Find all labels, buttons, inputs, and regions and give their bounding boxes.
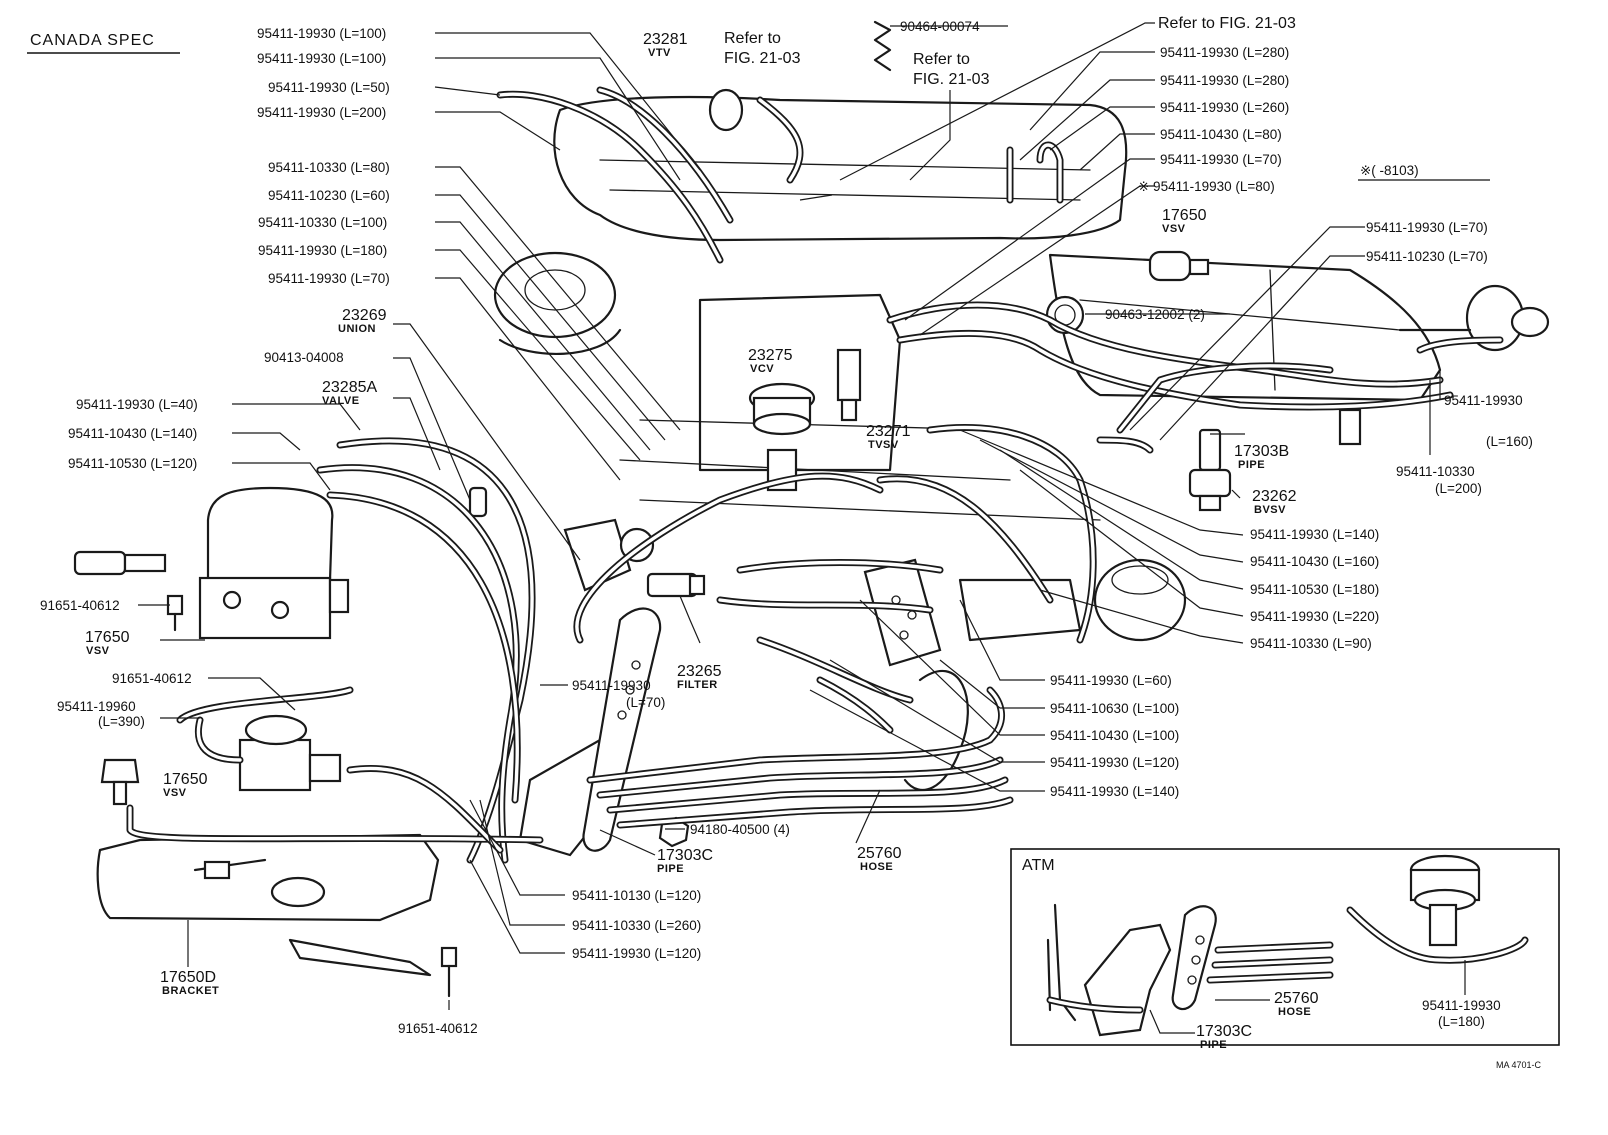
callout: 95411-10330 (L=80) [268,160,390,175]
callout: 95411-10530 (L=180) [1250,582,1379,597]
callout: (L=70) [626,695,665,710]
callout: 95411-19930 (L=40) [76,397,198,412]
callout: 91651-40612 [112,671,192,686]
callout: (L=390) [98,714,145,729]
callout: 95411-19930 [1444,393,1523,408]
callout: 91651-40612 [398,1021,478,1036]
inset-callout-line1: 95411-19930 [1422,998,1501,1013]
part-number-vtv: 23281 [643,31,688,48]
callout: 95411-19930 [572,678,651,693]
part-number-pipe-17303c: 17303C [657,847,713,864]
callout: 95411-10230 (L=60) [268,188,390,203]
part-name-vsv-lower: VSV [163,787,187,799]
figure-code: MA 4701-C [1496,1060,1542,1070]
refer-note-1-line1: Refer to [724,30,781,47]
callout: 95411-19930 (L=280) [1160,73,1289,88]
callout: 95411-10430 (L=100) [1050,728,1179,743]
callout: ※ 95411-19930 (L=80) [1138,179,1275,194]
callout: (L=200) [1435,481,1482,496]
part-number-valve: 23285A [322,379,377,396]
callout: 95411-10330 (L=260) [572,918,701,933]
inset-title: ATM [1022,857,1055,874]
callout: 90464-00074 [900,19,980,34]
part-name-filter: FILTER [677,679,718,691]
header: CANADA SPEC ※( -8103) [27,32,1490,181]
part-name-vcv: VCV [750,363,774,375]
part-number-vsv-upper: 17650 [1162,207,1207,224]
callout: 95411-10230 (L=70) [1366,249,1488,264]
part-number-bvsv: 23262 [1252,488,1297,505]
callout: 95411-19930 (L=260) [1160,100,1289,115]
refer-note-2-line2: FIG. 21-03 [913,71,990,88]
callout: 95411-19930 (L=140) [1050,784,1179,799]
part-name-valve: VALVE [322,395,360,407]
leader-lines [138,22,1441,1010]
part-name-vtv: VTV [648,47,671,59]
inset-pipe-name: PIPE [1200,1039,1227,1051]
part-name-bvsv: BVSV [1254,504,1286,516]
part-name-tvsv: TVSV [868,439,899,451]
callout: 95411-10630 (L=100) [1050,701,1179,716]
inset-hose-number: 25760 [1274,990,1319,1007]
callout: 94180-40500 (4) [690,822,790,837]
callout: 95411-19930 (L=70) [1160,152,1282,167]
vacuum-hoses [126,86,1504,864]
callout: 95411-19930 (L=50) [268,80,390,95]
callout: 95411-10330 [1396,464,1475,479]
callout: 95411-19930 (L=70) [268,271,390,286]
atm-inset: ATM 25760 HOSE 17303C PIPE 95411-19930 (… [1010,848,1560,1051]
part-number-vsv-left: 17650 [85,629,130,646]
callout: 95411-19930 (L=180) [258,243,387,258]
callout: 95411-19930 (L=200) [257,105,386,120]
serial-mark: ※( -8103) [1360,163,1419,178]
callout: (L=160) [1486,434,1533,449]
callout: 95411-19930 (L=220) [1250,609,1379,624]
callout: 95411-19930 (L=70) [1366,220,1488,235]
callout: 95411-19930 (L=120) [572,946,701,961]
part-name-bracket: BRACKET [162,985,219,997]
callout: 95411-19930 (L=60) [1050,673,1172,688]
callout: 95411-19930 (L=280) [1160,45,1289,60]
refer-note-2-line1: Refer to [913,51,970,68]
callout: 95411-19930 (L=140) [1250,527,1379,542]
part-name-hose: HOSE [860,861,893,873]
part-number-vcv: 23275 [748,347,793,364]
part-number-tvsv: 23271 [866,423,911,440]
callout: Refer to FIG. 21-03 [1158,15,1296,32]
inset-hose-name: HOSE [1278,1006,1311,1018]
diagram-title: CANADA SPEC [30,32,155,49]
part-name-union: UNION [338,323,376,335]
callout: 95411-10530 (L=120) [68,456,197,471]
callout: 95411-10430 (L=160) [1250,554,1379,569]
callout: 95411-10130 (L=120) [572,888,701,903]
callout: 95411-10330 (L=90) [1250,636,1372,651]
callout: 90463-12002 (2) [1105,307,1205,322]
callout: 95411-19960 [57,699,136,714]
callout-labels: 95411-19930 (L=100) 95411-19930 (L=100) … [40,15,1533,1036]
callout: 95411-10330 (L=100) [258,215,387,230]
callout: 95411-19930 (L=100) [257,26,386,41]
refer-note-1-line2: FIG. 21-03 [724,50,801,67]
part-number-filter: 23265 [677,663,722,680]
part-number-bracket: 17650D [160,969,216,986]
callout: 95411-19930 (L=100) [257,51,386,66]
callout: 90413-04008 [264,350,344,365]
inset-pipe-number: 17303C [1196,1023,1252,1040]
part-name-pipe-17303b: PIPE [1238,459,1265,471]
callout: 91651-40612 [40,598,120,613]
part-name-vsv-left: VSV [86,645,110,657]
inset-callout-line2: (L=180) [1438,1014,1485,1029]
part-number-vsv-lower: 17650 [163,771,208,788]
callout: 95411-10430 (L=80) [1160,127,1282,142]
callout: 95411-10430 (L=140) [68,426,197,441]
part-name-pipe-17303c: PIPE [657,863,684,875]
part-name-vsv-upper: VSV [1162,223,1186,235]
part-labels: 23281 VTV 23269 UNION 23285A VALVE 23275… [85,30,1297,997]
part-number-pipe-17303b: 17303B [1234,443,1289,460]
part-number-union: 23269 [342,307,387,324]
part-number-hose: 25760 [857,845,902,862]
callout: 95411-19930 (L=120) [1050,755,1179,770]
